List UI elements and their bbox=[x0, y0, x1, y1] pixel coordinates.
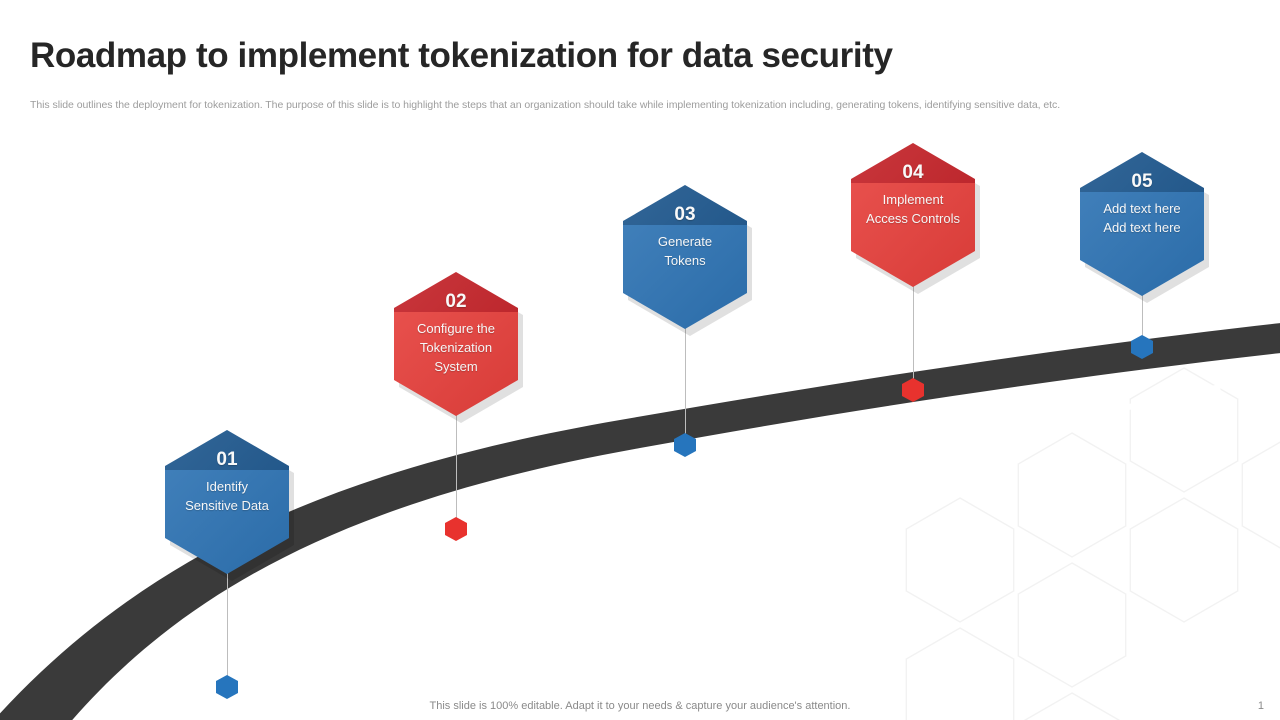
road-marker-04[interactable] bbox=[902, 378, 924, 402]
step-connector-line-02 bbox=[456, 414, 457, 518]
step-number-label: 05 bbox=[1131, 171, 1153, 192]
hexagon-watermark bbox=[1241, 441, 1280, 549]
editable-footer-note: This slide is 100% editable. Adapt it to… bbox=[429, 700, 851, 712]
page-title: Roadmap to implement tokenization for da… bbox=[30, 36, 893, 75]
step-number-label: 04 bbox=[902, 162, 924, 183]
step-number-label: 01 bbox=[216, 449, 238, 470]
page-number: 1 bbox=[1257, 700, 1264, 712]
page-subtitle: This slide outlines the deployment for t… bbox=[30, 99, 1061, 111]
road-marker-05[interactable] bbox=[1131, 335, 1153, 359]
hexagon-watermark bbox=[905, 627, 1015, 720]
hexagon-watermark bbox=[1129, 367, 1239, 493]
hexagon-watermark bbox=[1017, 432, 1127, 558]
road-surface bbox=[0, 323, 1280, 720]
step-connector-line-03 bbox=[685, 327, 686, 434]
road-marker-01[interactable] bbox=[216, 675, 238, 699]
road-center-dashes bbox=[192, 371, 1280, 720]
road-marker-02[interactable] bbox=[445, 517, 467, 541]
hexagon-watermark bbox=[1129, 497, 1239, 623]
step-connector-line-01 bbox=[227, 572, 228, 676]
hexagon-watermark bbox=[905, 497, 1015, 623]
step-number-label: 02 bbox=[445, 291, 467, 312]
hexagon-watermark-group bbox=[905, 367, 1280, 720]
step-number-label: 03 bbox=[674, 204, 696, 225]
road-marker-03[interactable] bbox=[674, 433, 696, 457]
step-connector-line-04 bbox=[913, 285, 914, 379]
step-connector-line-05 bbox=[1142, 294, 1143, 336]
hexagon-watermark bbox=[1017, 562, 1127, 688]
